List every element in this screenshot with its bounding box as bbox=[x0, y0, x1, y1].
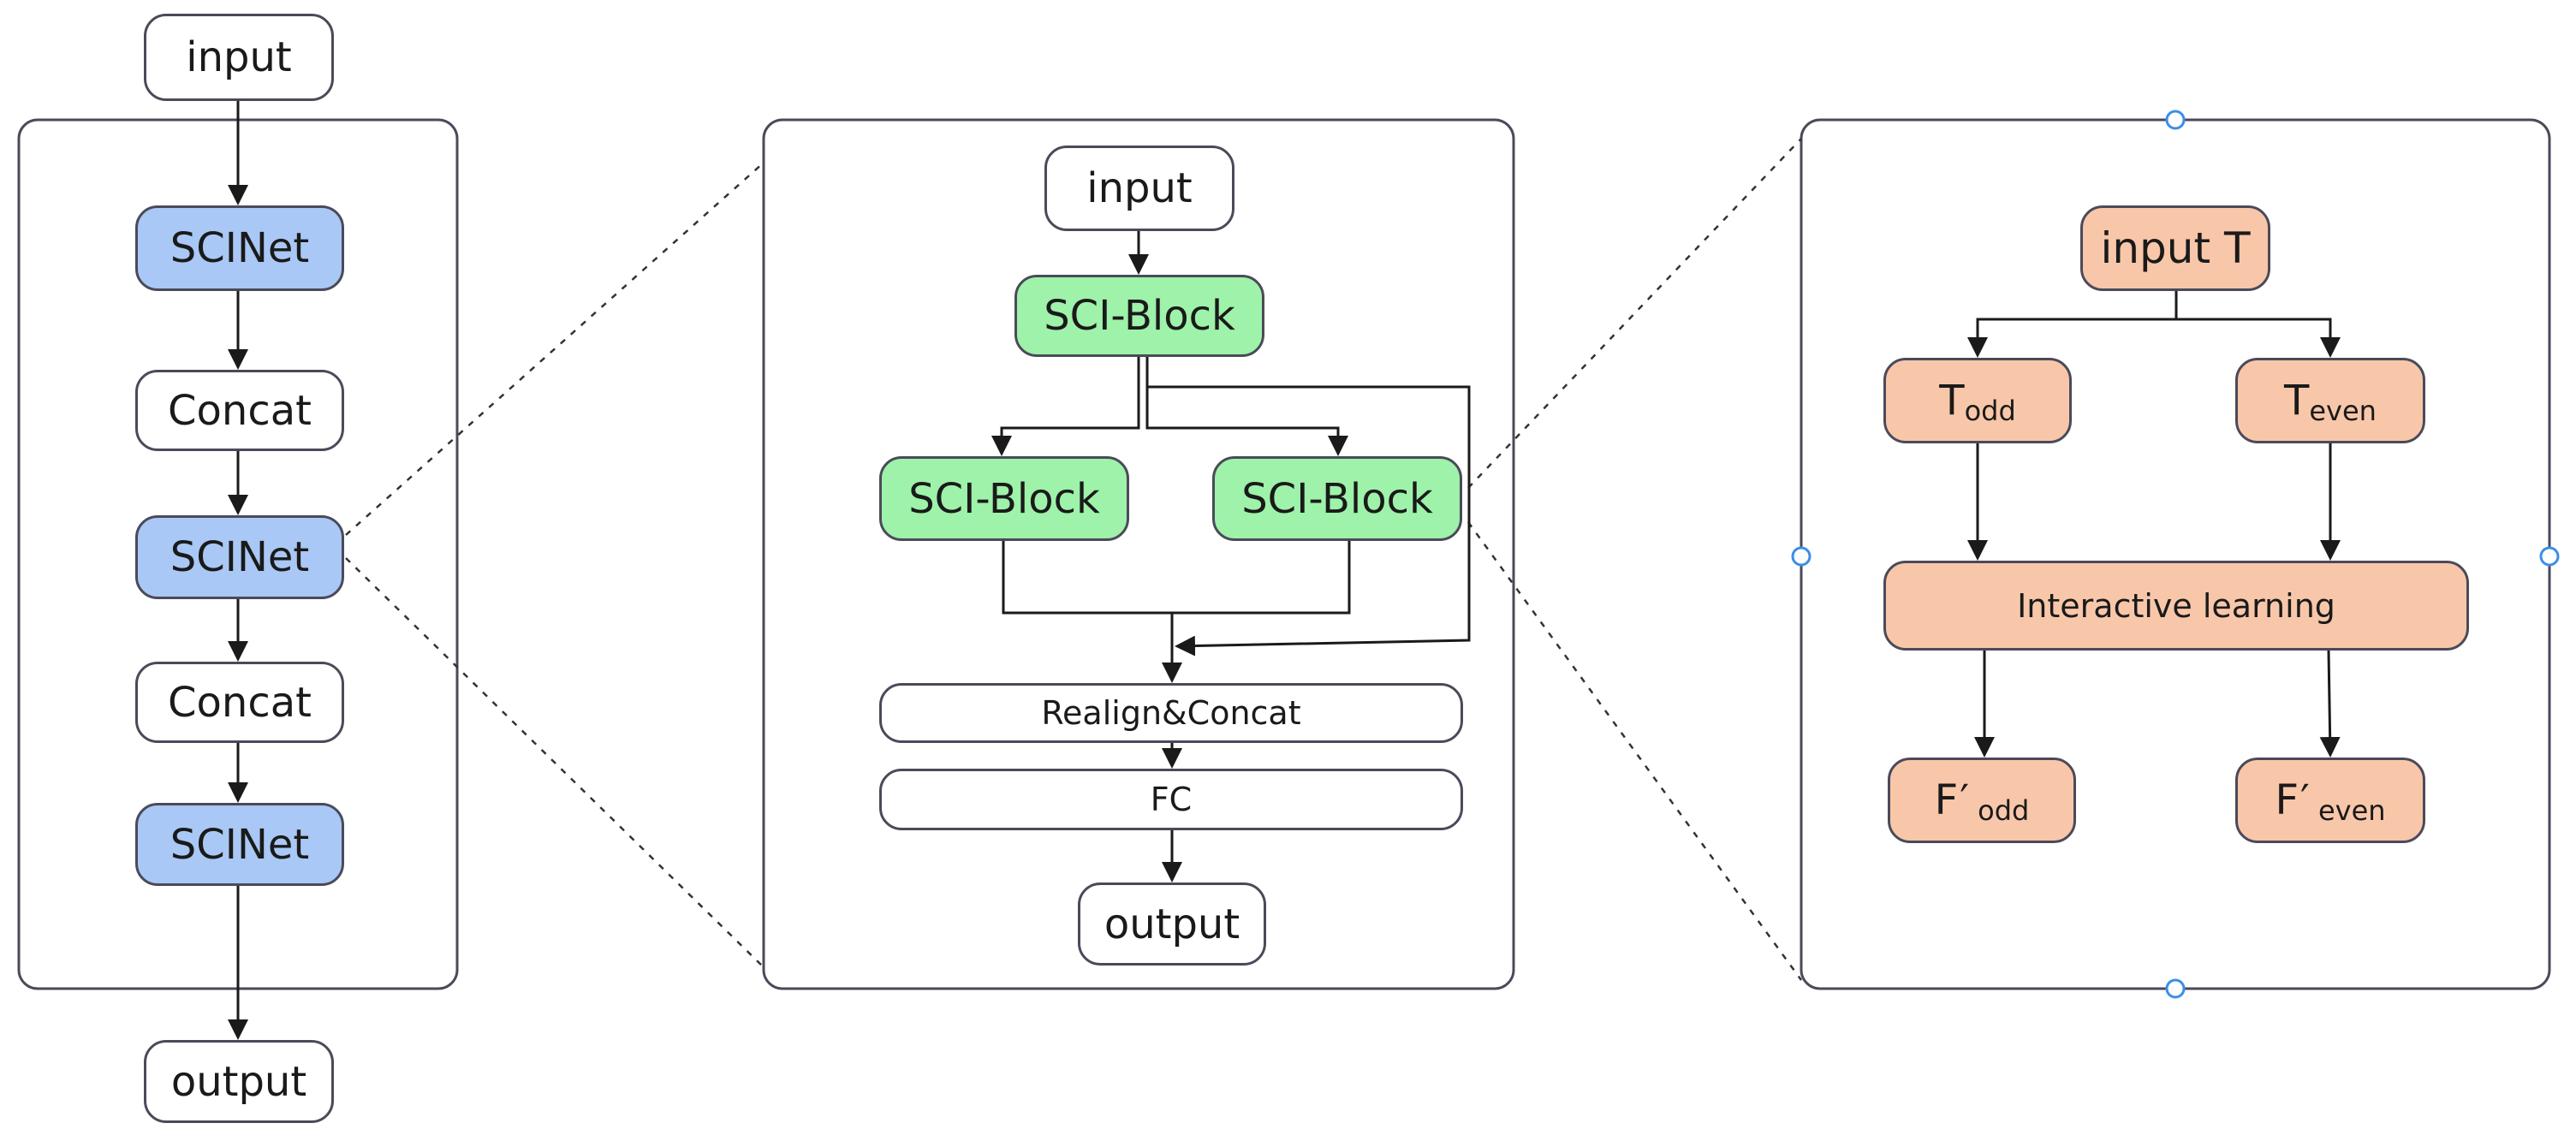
right-f-odd-prime: ′ bbox=[1960, 776, 1970, 824]
left-concat-label-2: Concat bbox=[168, 678, 312, 727]
selection-handles[interactable] bbox=[1791, 110, 2560, 999]
left-scinet-label-3: SCINet bbox=[170, 820, 310, 869]
right-f-even-sub: even bbox=[2317, 794, 2386, 827]
right-input-t-label: input T bbox=[2100, 223, 2251, 273]
middle-input-label: input bbox=[1086, 164, 1193, 212]
right-f-odd-main: F bbox=[1934, 776, 1959, 824]
right-interactive-learning-label: Interactive learning bbox=[2017, 586, 2335, 625]
right-interactive-learning-node: Interactive learning bbox=[1883, 561, 2469, 651]
left-output-node: output bbox=[144, 1040, 334, 1123]
middle-realign-concat-label: Realign&Concat bbox=[1041, 694, 1301, 732]
left-scinet-node-1: SCINet bbox=[135, 205, 344, 291]
left-input-label: input bbox=[186, 33, 292, 81]
left-output-label: output bbox=[170, 1057, 307, 1106]
right-f-even-prime: ′ bbox=[2300, 776, 2310, 824]
right-f-odd-node: F′odd bbox=[1888, 758, 2076, 843]
middle-sci-block-left-label: SCI-Block bbox=[908, 474, 1100, 523]
middle-fc-node: FC bbox=[879, 769, 1463, 830]
left-concat-node-1: Concat bbox=[135, 370, 344, 451]
middle-fc-label: FC bbox=[1150, 781, 1193, 818]
middle-realign-concat-node: Realign&Concat bbox=[879, 683, 1463, 743]
middle-output-label: output bbox=[1104, 900, 1240, 948]
right-input-t-node: input T bbox=[2080, 205, 2270, 291]
right-f-even-main: F bbox=[2275, 776, 2299, 824]
left-scinet-label-2: SCINet bbox=[170, 533, 310, 581]
middle-sci-block-right: SCI-Block bbox=[1212, 456, 1462, 541]
middle-connectors bbox=[991, 231, 1471, 882]
middle-panel-frame bbox=[762, 118, 1515, 990]
left-scinet-node-2: SCINet bbox=[135, 515, 344, 599]
selection-handle-top[interactable] bbox=[2165, 110, 2186, 130]
right-t-odd-main: T bbox=[1939, 377, 1965, 425]
selection-handle-bottom[interactable] bbox=[2165, 978, 2186, 999]
left-concat-node-2: Concat bbox=[135, 662, 344, 743]
right-t-even-main: T bbox=[2284, 377, 2310, 425]
right-t-even-sub: even bbox=[2309, 395, 2377, 427]
zoom-lines bbox=[345, 138, 1803, 981]
right-connectors bbox=[1967, 291, 2341, 758]
middle-sci-block-right-label: SCI-Block bbox=[1241, 474, 1433, 523]
left-scinet-label-1: SCINet bbox=[170, 224, 310, 272]
middle-sci-block-left: SCI-Block bbox=[879, 456, 1129, 541]
right-t-odd-sub: odd bbox=[1964, 395, 2016, 427]
middle-output-node: output bbox=[1078, 882, 1266, 966]
middle-sci-block-top-label: SCI-Block bbox=[1044, 292, 1235, 340]
left-scinet-node-3: SCINet bbox=[135, 803, 344, 886]
middle-input-node: input bbox=[1044, 146, 1234, 231]
middle-sci-block-top: SCI-Block bbox=[1014, 275, 1264, 357]
selection-handle-right[interactable] bbox=[2539, 546, 2560, 567]
selection-handle-left[interactable] bbox=[1791, 546, 1812, 567]
left-concat-label-1: Concat bbox=[168, 386, 312, 435]
right-f-odd-sub: odd bbox=[1978, 794, 2030, 827]
left-input-node: input bbox=[144, 14, 334, 101]
right-f-even-node: F′even bbox=[2235, 758, 2425, 843]
